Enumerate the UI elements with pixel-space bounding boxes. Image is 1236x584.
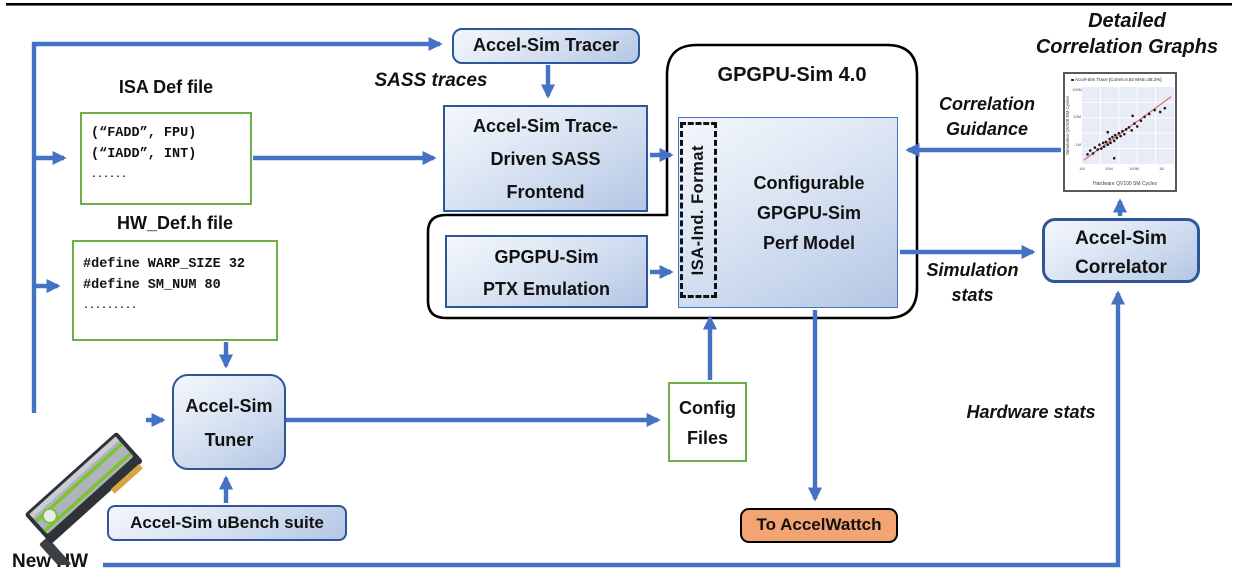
- graphs-title-line: Correlation Graphs: [1035, 36, 1219, 58]
- trace-driven-frontend-box: Accel-Sim Trace- Driven SASS Frontend: [443, 105, 648, 212]
- detailed-correlation-graphs-title: Detailed Correlation Graphs: [1022, 8, 1232, 60]
- perf-model-label-line: Configurable: [753, 173, 865, 193]
- simstats-line: Simulation: [926, 260, 1019, 280]
- to-accelwattch-box: To AccelWattch: [740, 508, 898, 543]
- top-frame-line: [6, 3, 1232, 6]
- perf-model-label-line: GPGPU-Sim: [756, 203, 862, 223]
- graph-legend-text: Accel-Sim Trace [Correl=0.92 MAE=38.2%]: [1075, 77, 1162, 82]
- isa-def-line: ......: [91, 170, 128, 181]
- graph-x-tick: 1B: [1159, 166, 1164, 171]
- tuner-label-line: Tuner: [204, 430, 254, 450]
- hw-def-line: #define SM_NUM 80: [83, 278, 221, 293]
- isa-ind-format-box: ISA-Ind. Format: [680, 122, 717, 298]
- accel-sim-correlator-box: Accel-Sim Correlator: [1042, 218, 1200, 283]
- simstats-line: stats: [951, 285, 994, 305]
- accel-sim-tracer-box: Accel-Sim Tracer: [452, 28, 640, 64]
- graph-scatter-points: [1086, 106, 1167, 160]
- graph-y-axis-label: Simulation QV100 SM Cycles: [1065, 95, 1070, 155]
- graphs-title-line: Detailed: [1088, 10, 1166, 32]
- graph-x-axis-label: Hardware QV100 SM Cycles: [1093, 181, 1157, 187]
- graph-x-tick: 100M: [1129, 166, 1140, 171]
- sass-traces-label: SASS traces: [374, 70, 488, 91]
- arrow-newhw-to-tracer: [31, 36, 443, 413]
- hardware-stats-label: Hardware stats: [966, 402, 1096, 422]
- to-accelwattch-label: To AccelWattch: [756, 515, 882, 534]
- tuner-label-line: Accel-Sim: [185, 396, 273, 416]
- correlation-guidance-label: Correlation Guidance: [912, 92, 1062, 142]
- perf-model-label-line: Perf Model: [762, 233, 855, 253]
- frontend-label-line: Frontend: [506, 182, 585, 202]
- isa-ind-format-label: ISA-Ind. Format: [689, 144, 707, 276]
- guidance-line: Guidance: [945, 119, 1029, 139]
- arrow-hwstats-to-correlator: [103, 290, 1126, 568]
- guidance-line: Correlation: [938, 94, 1035, 114]
- frontend-label-line: Accel-Sim Trace-: [472, 116, 619, 136]
- config-files-line: Config: [679, 398, 736, 418]
- ptx-label-line: PTX Emulation: [482, 279, 610, 299]
- hw-def-line: .........: [83, 301, 138, 312]
- correlator-label-line: Correlator: [1075, 257, 1167, 278]
- isa-def-file-box: (“FADD”, FPU) (“IADD”, INT) ......: [80, 112, 252, 205]
- graph-x-tick: 10M: [1105, 166, 1113, 171]
- config-files-line: Files: [686, 428, 729, 448]
- new-hw-label: New HW: [12, 551, 88, 572]
- isa-def-line: (“FADD”, FPU): [91, 126, 197, 141]
- frontend-label-line: Driven SASS: [490, 149, 601, 169]
- simulation-stats-label: Simulation stats: [905, 258, 1040, 308]
- ptx-label-line: GPGPU-Sim: [494, 247, 599, 267]
- graph-legend: Accel-Sim Trace [Correl=0.92 MAE=38.2%]: [1071, 77, 1177, 82]
- accel-sim-tuner-box: Accel-Sim Tuner: [172, 374, 286, 470]
- graph-y-tick: 100M: [1072, 87, 1083, 92]
- hw-def-line: #define WARP_SIZE 32: [83, 257, 246, 272]
- hw-def-file-box: #define WARP_SIZE 32 #define SM_NUM 80 .…: [72, 240, 278, 341]
- ubench-suite-box: Accel-Sim uBench suite: [107, 505, 347, 541]
- graph-y-tick: 10M: [1073, 114, 1081, 119]
- arrows: [31, 36, 1128, 568]
- isa-def-file-title: ISA Def file: [118, 77, 214, 97]
- gpu-card-image: [25, 432, 143, 565]
- isa-def-line: (“IADD”, INT): [91, 147, 197, 162]
- graph-x-tick: 1M: [1079, 166, 1085, 171]
- graph-y-tick: 1M: [1075, 142, 1081, 147]
- accel-sim-tracer-label: Accel-Sim Tracer: [472, 35, 620, 55]
- ubench-suite-label: Accel-Sim uBench suite: [130, 513, 324, 532]
- gpgpu-sim-container-title: GPGPU-Sim 4.0: [717, 64, 867, 86]
- config-files-box: Config Files: [668, 382, 747, 462]
- legend-dot-icon: [1071, 78, 1074, 82]
- correlation-graph-image: Accel-Sim Trace [Correl=0.92 MAE=38.2%] …: [1063, 72, 1177, 192]
- graph-plot-area: [1082, 87, 1174, 164]
- correlator-label-line: Accel-Sim: [1075, 228, 1167, 249]
- hw-def-file-title: HW_Def.h file: [116, 213, 233, 233]
- ptx-emulation-box: GPGPU-Sim PTX Emulation: [445, 235, 648, 308]
